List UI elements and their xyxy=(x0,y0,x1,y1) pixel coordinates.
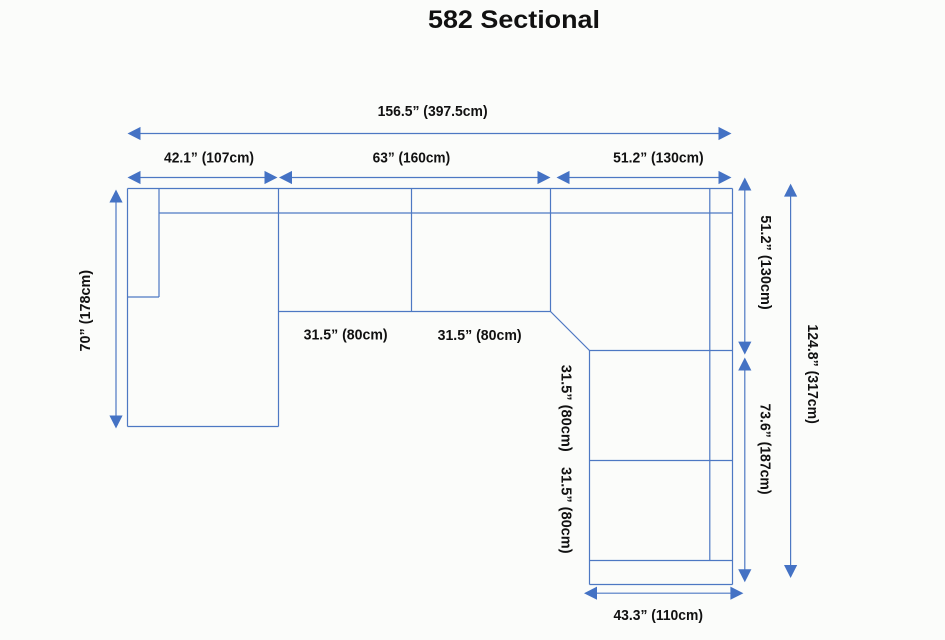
svg-text:51.2” (130cm): 51.2” (130cm) xyxy=(613,150,704,167)
svg-text:31.5” (80cm): 31.5” (80cm) xyxy=(304,327,388,344)
svg-text:63” (160cm): 63” (160cm) xyxy=(373,150,451,167)
svg-text:43.3” (110cm): 43.3” (110cm) xyxy=(613,607,703,624)
svg-text:31.5” (80cm): 31.5” (80cm) xyxy=(438,327,522,344)
svg-text:31.5” (80cm): 31.5” (80cm) xyxy=(557,365,574,452)
svg-text:124.8” (317cm): 124.8” (317cm) xyxy=(804,324,821,424)
svg-text:156.5” (397.5cm): 156.5” (397.5cm) xyxy=(378,103,488,120)
svg-text:582 Sectional: 582 Sectional xyxy=(428,6,600,34)
svg-text:51.2” (130cm): 51.2” (130cm) xyxy=(757,215,774,310)
svg-text:73.6” (187cm): 73.6” (187cm) xyxy=(757,404,774,495)
svg-text:42.1” (107cm): 42.1” (107cm) xyxy=(164,150,254,167)
svg-text:70” (178cm): 70” (178cm) xyxy=(77,270,94,352)
svg-text:31.5” (80cm): 31.5” (80cm) xyxy=(557,467,574,554)
